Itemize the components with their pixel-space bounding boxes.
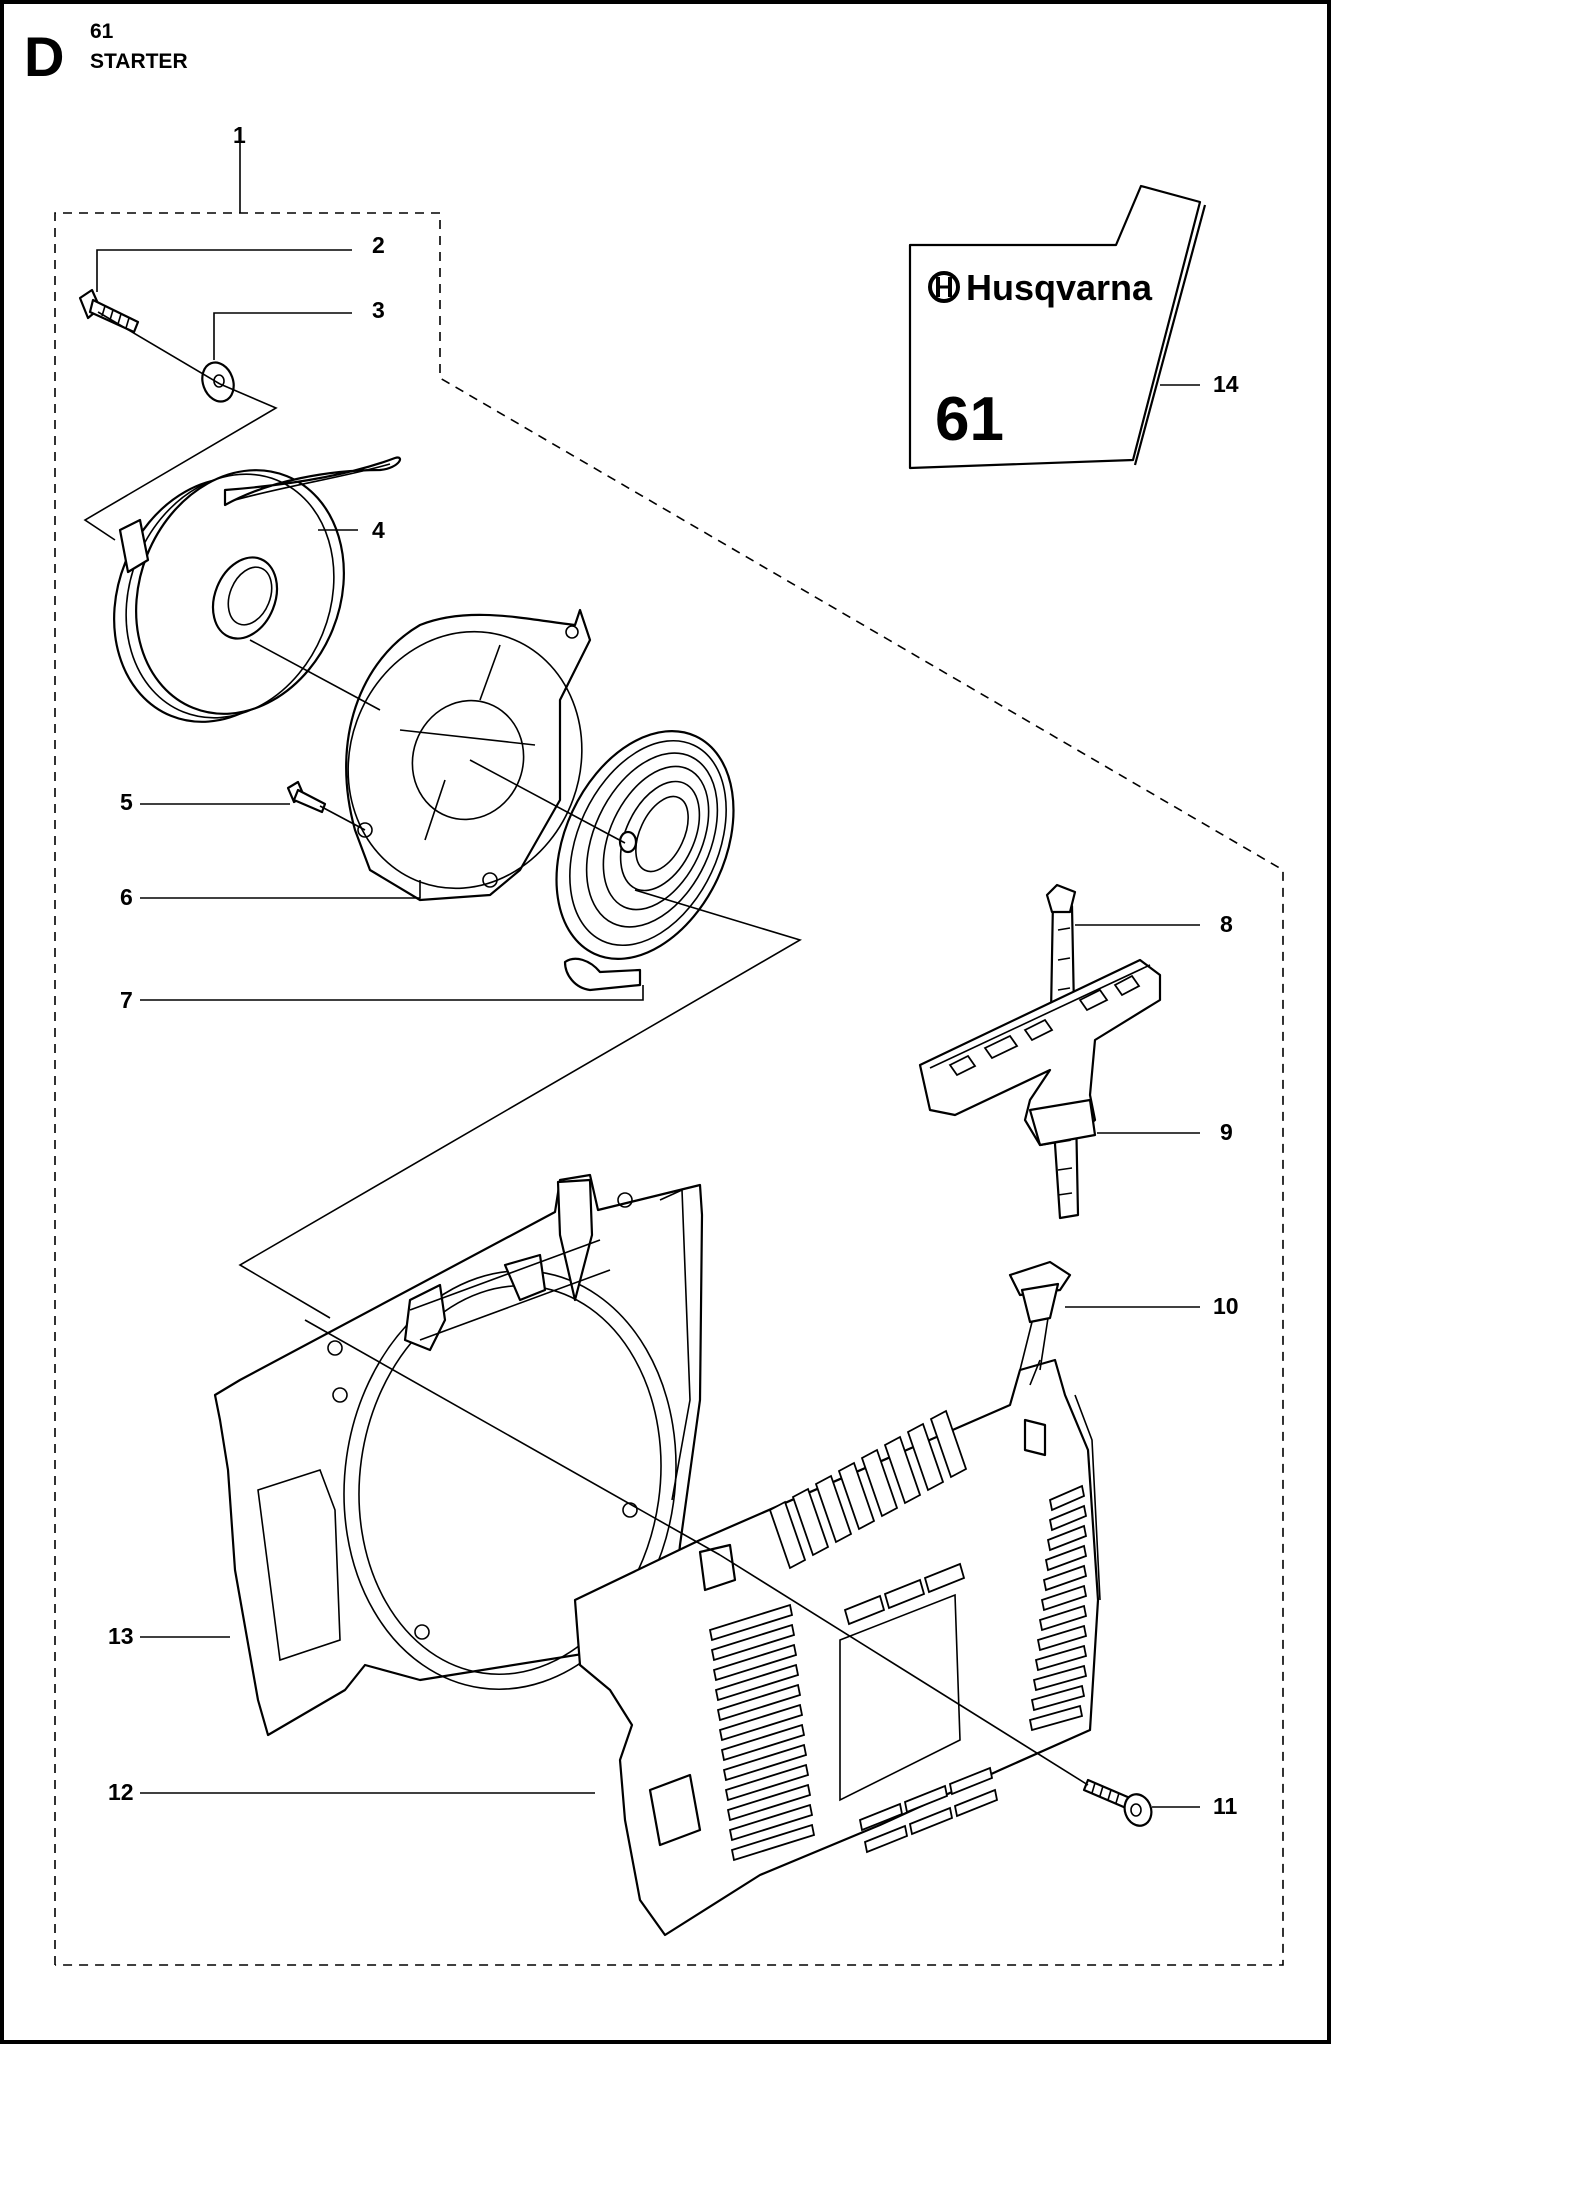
callout-9: 9	[1220, 1119, 1233, 1145]
assembly-lines	[83, 311, 1089, 1786]
assembly-boundary	[54, 212, 1284, 1966]
callout-13: 13	[108, 1623, 134, 1649]
decal-brand: Husqvarna	[966, 267, 1153, 308]
model-number: 61	[90, 20, 114, 43]
inner-cover-plate-part	[213, 1173, 704, 1737]
decal-part: Husqvarna 61	[908, 184, 1207, 470]
screw-2-part	[78, 288, 140, 334]
section-letter: D	[24, 25, 64, 88]
vent-grille-top	[768, 1409, 968, 1626]
vent-grille-right	[1028, 1484, 1088, 1732]
callout-10: 10	[1213, 1293, 1239, 1319]
callout-11: 11	[1213, 1793, 1238, 1819]
callout-14: 14	[1213, 371, 1239, 397]
page-frame	[0, 0, 1331, 2044]
vent-grille-left	[708, 1603, 816, 1862]
callout-2: 2	[372, 232, 385, 258]
section-title: STARTER	[90, 50, 188, 73]
callout-3: 3	[372, 297, 385, 323]
recoil-spring-part	[555, 730, 735, 992]
callout-12: 12	[108, 1779, 134, 1805]
husqvarna-logo-icon	[928, 271, 960, 303]
screw-5-part	[286, 780, 327, 814]
screw-11-part	[1082, 1778, 1153, 1827]
starter-handle-part	[918, 958, 1162, 1147]
vent-grille-bottom	[858, 1766, 999, 1854]
rope-pulley-part	[113, 456, 402, 723]
callout-8: 8	[1220, 911, 1233, 937]
leader-lines	[96, 143, 1200, 1808]
callout-6: 6	[120, 884, 133, 910]
decal-model: 61	[935, 385, 1004, 454]
callout-5: 5	[120, 789, 133, 815]
rope-guide-bushing-part	[1008, 1260, 1072, 1371]
callout-4: 4	[372, 517, 385, 543]
callout-7: 7	[120, 987, 133, 1013]
callout-1: 1	[233, 122, 246, 148]
